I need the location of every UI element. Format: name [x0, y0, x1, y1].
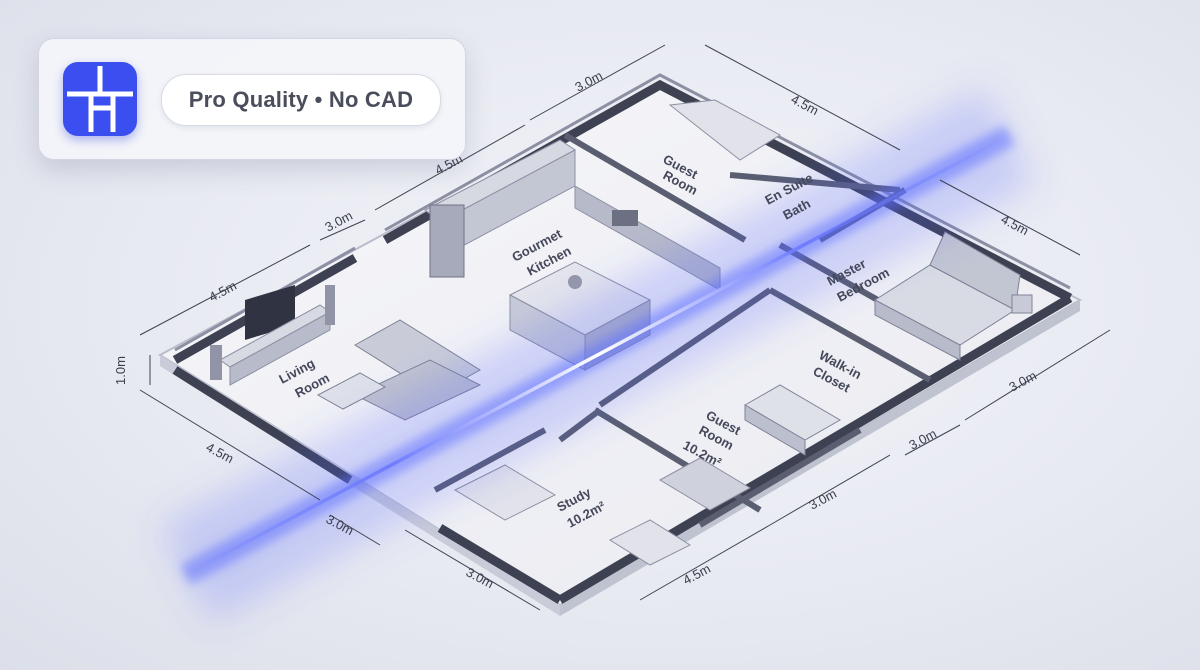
dim-top-guest: 3.0m	[572, 68, 605, 95]
dim-master-depth: 4.5m	[999, 211, 1032, 238]
app-badge-card: Pro Quality • No CAD	[38, 38, 466, 160]
kitchen-cabinets	[424, 139, 721, 291]
living-furniture	[210, 285, 482, 421]
dim-right-lower: 3.0m	[1006, 368, 1039, 395]
floorplan-grid-icon	[63, 62, 137, 136]
dim-right-mid: 3.0m	[906, 426, 939, 453]
scan-beam	[159, 86, 1036, 624]
guest-bed	[744, 384, 841, 456]
dimension-lines	[139, 44, 1111, 611]
master-bed	[874, 231, 1033, 361]
dim-bottom-mid-a: 3.0m	[806, 486, 839, 513]
dim-left-bottom: 4.5m	[204, 439, 237, 466]
dim-top-master: 4.5m	[789, 91, 822, 118]
tagline-pill: Pro Quality • No CAD	[161, 74, 441, 126]
dim-entry: 3.0m	[322, 208, 355, 235]
dim-bottom-mid-b: 4.5m	[680, 561, 713, 588]
dim-left-short: 1.0m	[113, 356, 128, 385]
dim-living: 4.5m	[206, 278, 239, 305]
slab-edge-right	[560, 300, 1080, 616]
